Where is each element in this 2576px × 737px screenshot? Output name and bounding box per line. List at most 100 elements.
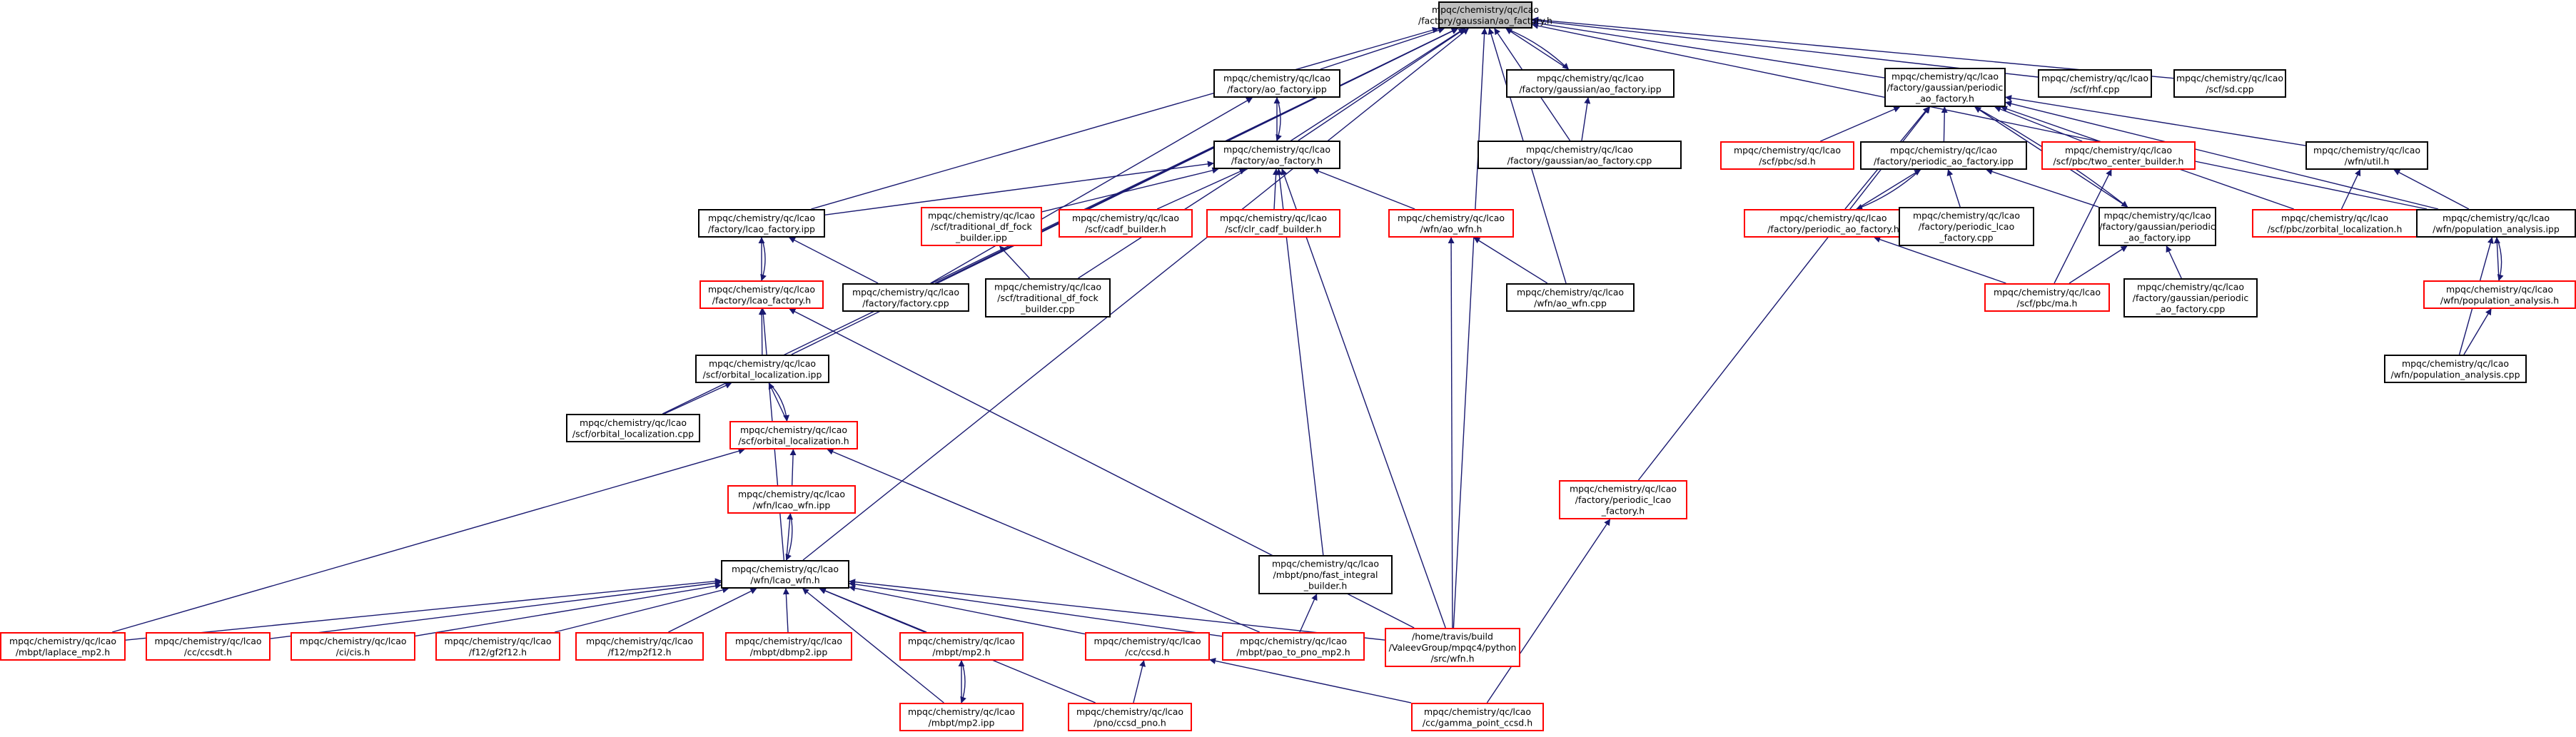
- file-node[interactable]: mpqc/chemistry/qc/lcao/mbpt/mp2.h: [899, 632, 1024, 661]
- node-label-line: /factory/gaussian/ao_factory.ipp: [1519, 83, 1661, 94]
- file-node[interactable]: mpqc/chemistry/qc/lcao/factory/lcao_fact…: [698, 209, 825, 238]
- node-label-line: _builder.ipp: [955, 233, 1007, 243]
- file-node[interactable]: mpqc/chemistry/qc/lcao/cc/ccsd.h: [1085, 632, 1210, 661]
- file-node[interactable]: mpqc/chemistry/qc/lcao/mbpt/mp2.ipp: [899, 703, 1024, 731]
- file-node[interactable]: mpqc/chemistry/qc/lcao/factory/gaussian/…: [1884, 68, 2006, 107]
- file-node[interactable]: mpqc/chemistry/qc/lcao/scf/pbc/sd.h: [1720, 141, 1854, 170]
- file-node[interactable]: mpqc/chemistry/qc/lcao/scf/rhf.cpp: [2038, 69, 2152, 98]
- file-node[interactable]: mpqc/chemistry/qc/lcao/factory/gaussian/…: [2123, 278, 2258, 317]
- file-node[interactable]: mpqc/chemistry/qc/lcao/factory/periodic_…: [1744, 209, 1923, 238]
- node-label-line: mpqc/chemistry/qc/lcao: [1537, 73, 1644, 83]
- file-node[interactable]: mpqc/chemistry/qc/lcao/scf/clr_cadf_buil…: [1206, 209, 1340, 238]
- include-edge: [2393, 169, 2470, 210]
- node-label-line: mpqc/chemistry/qc/lcao: [740, 425, 847, 435]
- node-box: [1213, 69, 1340, 98]
- include-edge: [827, 449, 1260, 633]
- file-node[interactable]: mpqc/chemistry/qc/lcao/scf/orbital_local…: [695, 355, 829, 383]
- file-node[interactable]: mpqc/chemistry/qc/lcao/scf/pbc/zorbital_…: [2252, 209, 2418, 238]
- node-label-line: mpqc/chemistry/qc/lcao: [2402, 358, 2509, 369]
- node-label-line: _ao_factory.cpp: [2156, 304, 2226, 315]
- file-node[interactable]: mpqc/chemistry/qc/lcao/factory/ao_factor…: [1213, 141, 1340, 169]
- file-node[interactable]: mpqc/chemistry/qc/lcao/scf/orbital_local…: [566, 414, 700, 442]
- file-node[interactable]: mpqc/chemistry/qc/lcao/factory/periodic_…: [1899, 207, 2034, 246]
- node-label-line: /scf/orbital_localization.h: [738, 435, 849, 446]
- include-edge: [1581, 97, 1591, 141]
- file-node[interactable]: mpqc/chemistry/qc/lcao/wfn/lcao_wfn.h: [721, 560, 849, 589]
- file-node[interactable]: mpqc/chemistry/qc/lcao/factory/lcao_fact…: [699, 280, 824, 309]
- include-edge: [849, 579, 1385, 641]
- file-node[interactable]: mpqc/chemistry/qc/lcao/wfn/population_an…: [2384, 355, 2527, 383]
- file-node[interactable]: mpqc/chemistry/qc/lcao/wfn/population_an…: [2416, 209, 2576, 238]
- node-box: [2123, 278, 2258, 317]
- node-label-line: /scf/orbital_localization.cpp: [572, 428, 694, 439]
- include-edge: [802, 588, 944, 703]
- file-node[interactable]: mpqc/chemistry/qc/lcao/f12/mp2f12.h: [575, 632, 704, 661]
- node-box: [899, 632, 1024, 661]
- file-node[interactable]: mpqc/chemistry/qc/lcao/scf/pbc/two_cente…: [2041, 141, 2196, 170]
- include-edge: [789, 449, 797, 486]
- file-node[interactable]: mpqc/chemistry/qc/lcao/f12/gf2f12.h: [435, 632, 560, 661]
- node-label-line: mpqc/chemistry/qc/lcao: [709, 358, 816, 369]
- include-edge: [2463, 308, 2492, 355]
- file-node[interactable]: mpqc/chemistry/qc/lcao/scf/traditional_d…: [921, 207, 1042, 246]
- file-node[interactable]: mpqc/chemistry/qc/lcao/wfn/ao_wfn.h: [1388, 209, 1514, 238]
- node-box: [842, 283, 969, 312]
- file-node[interactable]: mpqc/chemistry/qc/lcao/mbpt/pao_to_pno_m…: [1222, 632, 1365, 661]
- file-node[interactable]: mpqc/chemistry/qc/lcao/factory/factory.c…: [842, 283, 969, 312]
- node-label-line: /scf/sd.cpp: [2206, 83, 2253, 94]
- file-node[interactable]: mpqc/chemistry/qc/lcao/mbpt/laplace_mp2.…: [0, 632, 126, 661]
- node-label-line: /factory/ao_factory.h: [1231, 155, 1323, 166]
- file-node[interactable]: mpqc/chemistry/qc/lcao/scf/pbc/ma.h: [1984, 283, 2110, 312]
- file-node[interactable]: mpqc/chemistry/qc/lcao/mbpt/dbmp2.ipp: [725, 632, 852, 661]
- node-box: [1720, 141, 1854, 170]
- file-node[interactable]: mpqc/chemistry/qc/lcao/scf/cadf_builder.…: [1059, 209, 1193, 238]
- file-node[interactable]: mpqc/chemistry/qc/lcao/factory/ao_factor…: [1213, 69, 1340, 98]
- node-label-line: mpqc/chemistry/qc/lcao: [1526, 144, 1633, 155]
- node-label-line: _ao_factory.ipp: [2123, 233, 2191, 243]
- include-edge: [785, 513, 793, 561]
- node-label-line: /wfn/population_analysis.h: [2440, 295, 2559, 305]
- file-node[interactable]: mpqc/chemistry/qc/lcao/scf/traditional_d…: [985, 278, 1111, 317]
- file-node[interactable]: mpqc/chemistry/qc/lcao/cc/gamma_point_cc…: [1411, 703, 1544, 731]
- node-box: [2098, 207, 2216, 246]
- node-box: [1388, 209, 1514, 238]
- node-label-line: mpqc/chemistry/qc/lcao: [1220, 213, 1327, 223]
- file-node[interactable]: mpqc/chemistry/qc/lcao/wfn/lcao_wfn.ipp: [727, 485, 856, 514]
- include-edge: [760, 237, 767, 281]
- node-label-line: /factory/gaussian/ao_factory.cpp: [1507, 155, 1652, 166]
- file-node[interactable]: mpqc/chemistry/qc/lcao/factory/gaussian/…: [1478, 141, 1682, 169]
- include-edge: [111, 447, 745, 633]
- include-edge: [960, 660, 966, 703]
- node-box: [1559, 480, 1687, 519]
- include-edge: [999, 245, 1030, 279]
- node-box: [146, 632, 271, 661]
- node-label-line: mpqc/chemistry/qc/lcao: [1072, 213, 1179, 223]
- node-label-line: mpqc/chemistry/qc/lcao: [1779, 213, 1886, 223]
- include-edge: [1156, 168, 1246, 210]
- file-node[interactable]: mpqc/chemistry/qc/lcao/wfn/ao_wfn.cpp: [1506, 283, 1635, 312]
- node-label-line: mpqc/chemistry/qc/lcao: [1913, 210, 2020, 221]
- include-edge: [1486, 519, 1611, 703]
- include-edge: [2069, 245, 2128, 284]
- node-label-line: mpqc/chemistry/qc/lcao: [2176, 73, 2283, 83]
- file-node[interactable]: mpqc/chemistry/qc/lcao/factory/gaussian/…: [1506, 69, 1675, 98]
- node-label-line: /ci/cis.h: [336, 646, 370, 657]
- file-node[interactable]: mpqc/chemistry/qc/lcao/factory/gaussian/…: [2098, 207, 2216, 246]
- node-box: [729, 421, 858, 449]
- node-label-line: mpqc/chemistry/qc/lcao: [2137, 282, 2244, 293]
- file-node[interactable]: mpqc/chemistry/qc/lcao/pno/ccsd_pno.h: [1068, 703, 1192, 731]
- file-node[interactable]: mpqc/chemistry/qc/lcao/mbpt/pno/fast_int…: [1258, 555, 1393, 594]
- file-node[interactable]: mpqc/chemistry/qc/lcao/scf/orbital_local…: [729, 421, 858, 449]
- node-label-line: /f12/mp2f12.h: [608, 646, 672, 657]
- file-node[interactable]: mpqc/chemistry/qc/lcao/factory/periodic_…: [1860, 141, 2027, 170]
- file-node[interactable]: mpqc/chemistry/qc/lcao/wfn/util.h: [2305, 141, 2428, 170]
- file-node[interactable]: mpqc/chemistry/qc/lcao/cc/ccsdt.h: [146, 632, 271, 661]
- node-label-line: /factory/periodic_lcao: [1919, 221, 2015, 232]
- file-node[interactable]: mpqc/chemistry/qc/lcao/scf/sd.cpp: [2173, 69, 2286, 98]
- file-node[interactable]: mpqc/chemistry/qc/lcao/ci/cis.h: [291, 632, 415, 661]
- node-label-line: mpqc/chemistry/qc/lcao: [732, 564, 839, 574]
- node-label-line: /scf/cadf_builder.h: [1085, 223, 1166, 234]
- file-node[interactable]: mpqc/chemistry/qc/lcao/wfn/population_an…: [2423, 280, 2576, 309]
- file-node[interactable]: /home/travis/build/ValeevGroup/mpqc4/pyt…: [1385, 628, 1520, 667]
- file-node[interactable]: mpqc/chemistry/qc/lcao/factory/periodic_…: [1559, 480, 1687, 519]
